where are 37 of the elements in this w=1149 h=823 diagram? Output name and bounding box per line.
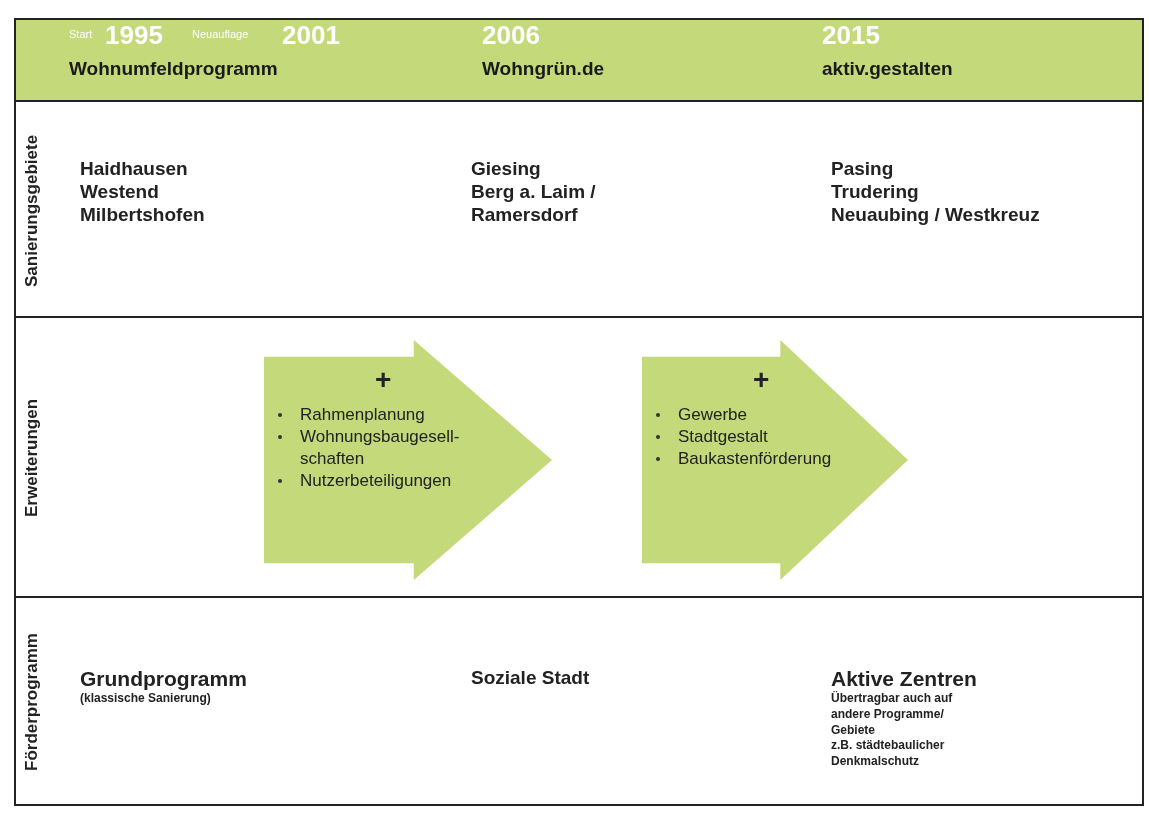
program-name: aktiv.gestalten	[822, 58, 953, 80]
district-name: Neuaubing / Westkreuz	[831, 203, 1041, 226]
district-name: Pasing	[831, 157, 895, 180]
program-name: Aktive Zentren	[831, 666, 978, 691]
district-name: Trudering	[831, 180, 920, 203]
bullet-item: Wohnungsbaugesell- schaften	[300, 426, 461, 470]
year-label: 1995	[105, 20, 163, 51]
row-heading: Förderprogramm	[22, 633, 42, 771]
year-label: 2015	[822, 20, 880, 51]
year-label: 2006	[482, 20, 540, 51]
district-name: Giesing	[471, 157, 542, 180]
program-name: Grundprogramm	[80, 666, 248, 691]
table-row	[14, 318, 1144, 598]
plus-sign: +	[753, 366, 770, 394]
bullet-item: Rahmenplanung	[300, 404, 426, 426]
table-row	[14, 598, 1144, 806]
district-name: Milbertshofen	[80, 203, 206, 226]
bullet-item: Nutzerbeteiligungen	[300, 470, 453, 492]
row-heading: Sanierungsgebiete	[22, 134, 42, 287]
row-heading: Erweiterungen	[22, 398, 42, 517]
header-text: Neuauflage	[192, 28, 249, 40]
note-text: z.B. städtebaulicher Denkmalschutz	[831, 737, 946, 769]
district-name: Westend	[80, 180, 160, 203]
district-name: Berg a. Laim / Ramersdorf	[471, 180, 597, 226]
note-text: (klassische Sanierung)	[80, 690, 212, 706]
header-text: Start	[69, 28, 93, 40]
program-name: Wohngrün.de	[482, 58, 605, 80]
district-name: Haidhausen	[80, 157, 189, 180]
bullet-item: Baukastenförderung	[678, 448, 833, 470]
header-band	[14, 18, 1144, 100]
bullet-item: Stadtgestalt	[678, 426, 769, 448]
bullet-item: Gewerbe	[678, 404, 748, 426]
table-row	[14, 100, 1144, 318]
plus-sign: +	[375, 366, 392, 394]
program-name: Soziale Stadt	[471, 666, 591, 689]
program-name: Wohnumfeldprogramm	[69, 58, 278, 80]
year-label: 2001	[282, 20, 340, 51]
